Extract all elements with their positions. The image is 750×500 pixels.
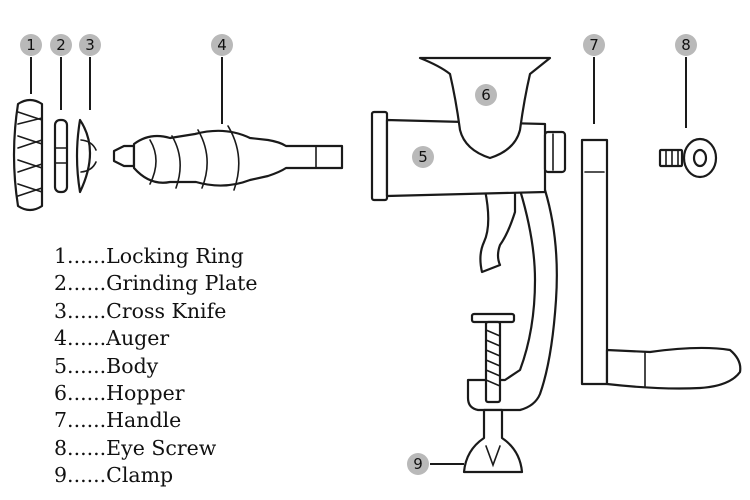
- legend-dots: ......: [67, 435, 107, 460]
- callout-9: 9: [407, 453, 429, 475]
- callout-9-number: 9: [413, 455, 423, 473]
- legend-item-eye-screw: 8......Eye Screw: [54, 435, 258, 462]
- legend-number: 8: [54, 435, 68, 460]
- parts-legend: 1......Locking Ring 2......Grinding Plat…: [54, 243, 258, 490]
- callout-2-number: 2: [56, 36, 66, 54]
- callout-2: 2: [50, 34, 72, 56]
- body-drawing: [370, 110, 567, 412]
- legend-number: 6: [54, 381, 68, 406]
- legend-item-clamp: 9......Clamp: [54, 462, 258, 489]
- legend-dots: ......: [67, 408, 107, 433]
- callout-1-number: 1: [26, 36, 36, 54]
- callout-6-number: 6: [481, 86, 491, 104]
- callout-1: 1: [20, 34, 42, 56]
- legend-label: Handle: [106, 408, 182, 433]
- legend-number: 4: [54, 326, 68, 351]
- legend-number: 7: [54, 408, 68, 433]
- legend-label: Body: [106, 353, 159, 378]
- callout-8: 8: [675, 34, 697, 56]
- legend-item-body: 5......Body: [54, 353, 258, 380]
- callout-7-number: 7: [589, 36, 599, 54]
- legend-label: Locking Ring: [106, 244, 244, 268]
- legend-label: Grinding Plate: [106, 271, 258, 296]
- legend-label: Eye Screw: [106, 435, 217, 460]
- callout-5: 5: [412, 146, 434, 168]
- callout-7: 7: [583, 34, 605, 56]
- legend-item-auger: 4......Auger: [54, 325, 258, 352]
- callout-6: 6: [475, 84, 497, 106]
- legend-label: Cross Knife: [106, 298, 227, 323]
- legend-number: 2: [54, 271, 68, 296]
- callout-5-number: 5: [418, 148, 428, 166]
- handle-drawing: [580, 138, 742, 390]
- auger-drawing: [112, 125, 344, 191]
- callout-4-number: 4: [217, 36, 227, 54]
- locking-ring-drawing: [12, 98, 44, 212]
- callout-4: 4: [211, 34, 233, 56]
- legend-item-cross-knife: 3......Cross Knife: [54, 298, 258, 325]
- legend-dots: ......: [67, 463, 107, 488]
- legend-item-grinding-plate: 2......Grinding Plate: [54, 270, 258, 297]
- callout-3-number: 3: [85, 36, 95, 54]
- legend-label: Auger: [106, 326, 170, 351]
- legend-dots: ......: [67, 244, 107, 268]
- legend-number: 1: [54, 244, 68, 268]
- grinding-plate-drawing: [53, 118, 69, 194]
- legend-item-locking-ring: 1......Locking Ring: [54, 243, 258, 270]
- legend-number: 9: [54, 463, 68, 488]
- clamp-screw-drawing: [462, 312, 524, 474]
- eye-screw-drawing: [658, 137, 718, 179]
- legend-number: 3: [54, 298, 68, 323]
- callout-8-number: 8: [681, 36, 691, 54]
- legend-label: Hopper: [106, 381, 185, 406]
- legend-item-hopper: 6......Hopper: [54, 380, 258, 407]
- cross-knife-drawing: [75, 118, 97, 194]
- legend-dots: ......: [67, 298, 107, 323]
- legend-dots: ......: [67, 271, 107, 296]
- callout-3: 3: [79, 34, 101, 56]
- legend-label: Clamp: [106, 463, 174, 488]
- legend-dots: ......: [67, 381, 107, 406]
- legend-item-handle: 7......Handle: [54, 407, 258, 434]
- legend-dots: ......: [67, 326, 107, 351]
- hopper-drawing: [418, 56, 552, 160]
- legend-dots: ......: [67, 353, 107, 378]
- legend-number: 5: [54, 353, 68, 378]
